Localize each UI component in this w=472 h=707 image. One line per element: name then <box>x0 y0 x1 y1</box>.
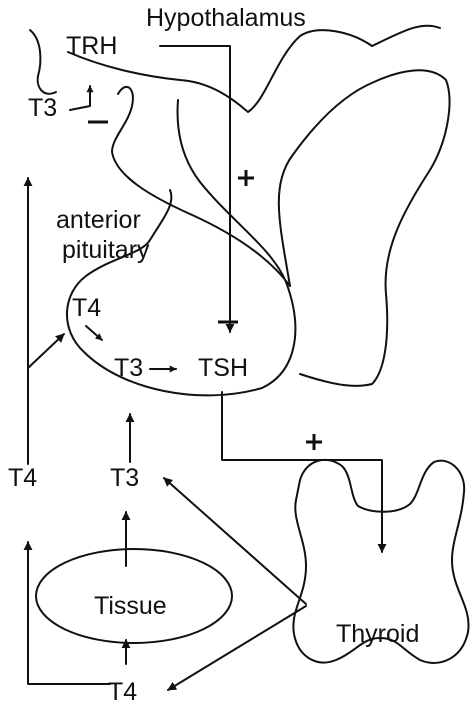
t3-to-trh-arrow <box>70 86 90 110</box>
brain-outline-left <box>30 30 56 94</box>
thyroid-to-t3-arrow <box>164 478 306 604</box>
tissue-label: Tissue <box>94 594 167 619</box>
t4-bottom-label: T4 <box>108 680 137 705</box>
anterior-label: anterior <box>56 208 141 233</box>
t3-middle-label: T3 <box>110 466 139 491</box>
hypothalamus-label: Hypothalamus <box>146 6 306 31</box>
t4-left-label: T4 <box>8 466 37 491</box>
t3-hypothalamus-label: T3 <box>28 96 57 121</box>
thyroid-label: Thyroid <box>336 622 419 647</box>
tsh-to-thyroid-arrow <box>222 392 382 552</box>
plus-sign-trh <box>238 170 254 186</box>
trh-to-tsh-arrow <box>160 46 230 332</box>
t3-pituitary-label: T3 <box>114 356 143 381</box>
t4-to-pituitary-branch-arrow <box>28 334 64 368</box>
plus-sign-tsh <box>306 434 322 450</box>
posterior-pituitary-outline <box>279 70 450 386</box>
t4-pituitary-label: T4 <box>72 296 101 321</box>
thyroid-to-t4-arrow <box>168 606 306 690</box>
trh-label: TRH <box>66 34 117 59</box>
pituitary-stalk-inner <box>178 100 200 182</box>
tsh-label: TSH <box>198 356 248 381</box>
t4-to-t3-small-arrow <box>86 326 102 340</box>
pituitary-label: pituitary <box>62 238 150 263</box>
hypothalamus-outline <box>68 26 440 112</box>
